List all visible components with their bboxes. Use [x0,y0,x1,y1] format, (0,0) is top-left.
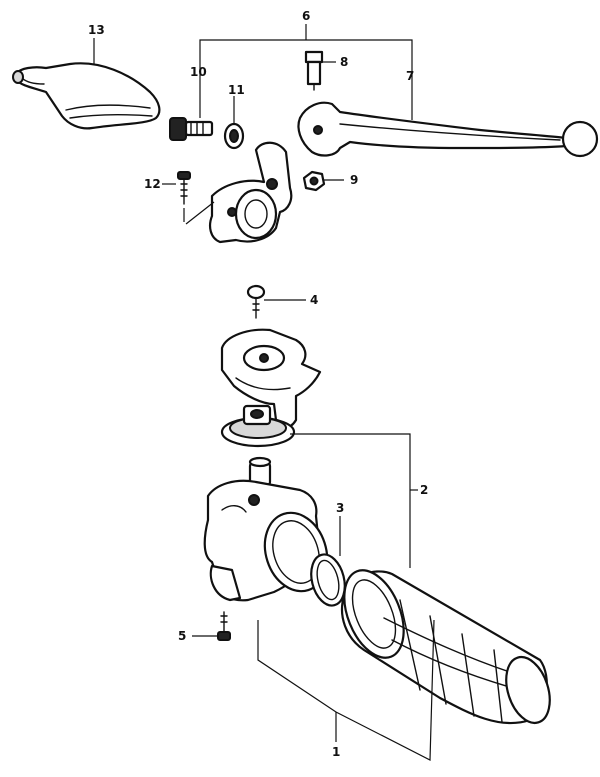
adjuster-bolt-part [169,117,214,141]
callout-3: 3 [336,501,344,515]
upper-housing-part [220,328,322,429]
screw-4-part [246,284,266,319]
callout-2: 2 [420,483,428,497]
brake-lever-part [297,101,599,158]
callout-numbers: 13 6 10 7 8 11 12 9 4 2 3 5 1 [88,9,428,759]
callout-13: 13 [88,23,105,37]
callout-9: 9 [350,173,358,187]
lever-cover-part [12,62,161,130]
callout-8: 8 [340,55,348,69]
screw-12-part [177,171,191,222]
nut-9-part [302,170,326,192]
pivot-bolt-part [304,50,324,91]
callout-6: 6 [302,9,310,23]
callout-1: 1 [332,745,340,759]
throttle-grip-part [340,569,551,725]
callout-11: 11 [228,83,245,97]
throttle-pulley-part [220,404,296,448]
screw-5-part [217,611,231,641]
plunger-part [248,456,272,488]
callout-4: 4 [310,293,318,307]
callout-12: 12 [144,177,161,191]
callout-10: 10 [190,65,207,79]
lever-bracket-part [185,141,293,244]
callout-7: 7 [406,69,414,83]
callout-5: 5 [178,629,186,643]
o-ring-part [310,553,346,607]
leader-lines [93,24,435,761]
lock-nut-part [223,122,245,150]
